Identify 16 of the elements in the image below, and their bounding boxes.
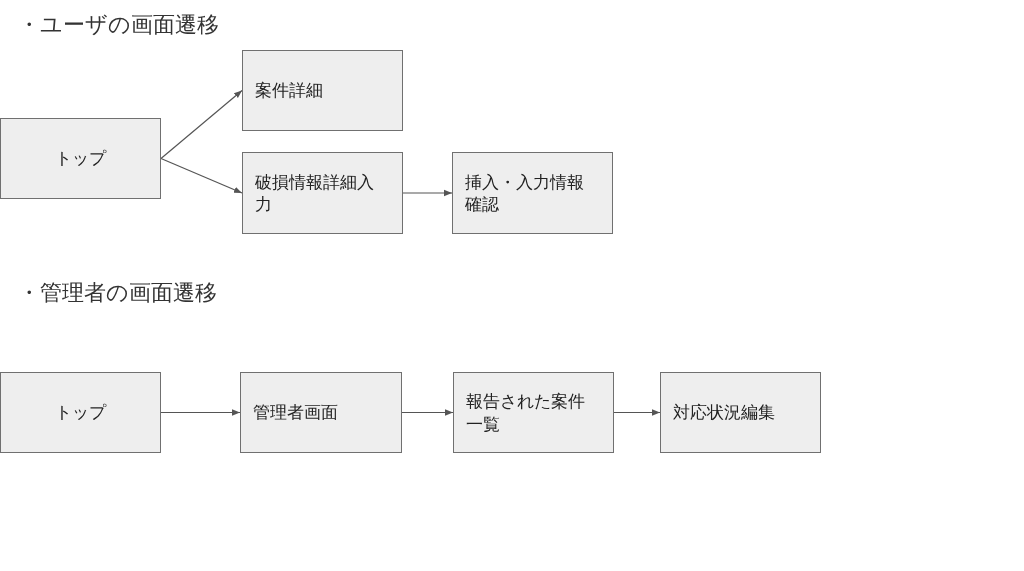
- screen-box: 挿入・入力情報確認: [452, 152, 613, 234]
- arrow: [613, 409, 661, 416]
- screen-box: 破損情報詳細入力: [242, 152, 403, 234]
- screen-box: 管理者画面: [240, 372, 402, 453]
- screen-box: 報告された案件一覧: [453, 372, 614, 453]
- screen-box: トップ: [0, 372, 161, 453]
- screen-box: 案件詳細: [242, 50, 403, 131]
- arrow: [401, 409, 454, 416]
- arrow: [402, 189, 453, 197]
- section-heading: ・ユーザの画面遷移: [18, 11, 219, 39]
- arrow: [160, 409, 241, 416]
- section-heading: ・管理者の画面遷移: [18, 279, 217, 307]
- arrow: [160, 157, 243, 194]
- arrow: [160, 89, 243, 160]
- screen-box: 対応状況編集: [660, 372, 821, 453]
- screen-box: トップ: [0, 118, 161, 199]
